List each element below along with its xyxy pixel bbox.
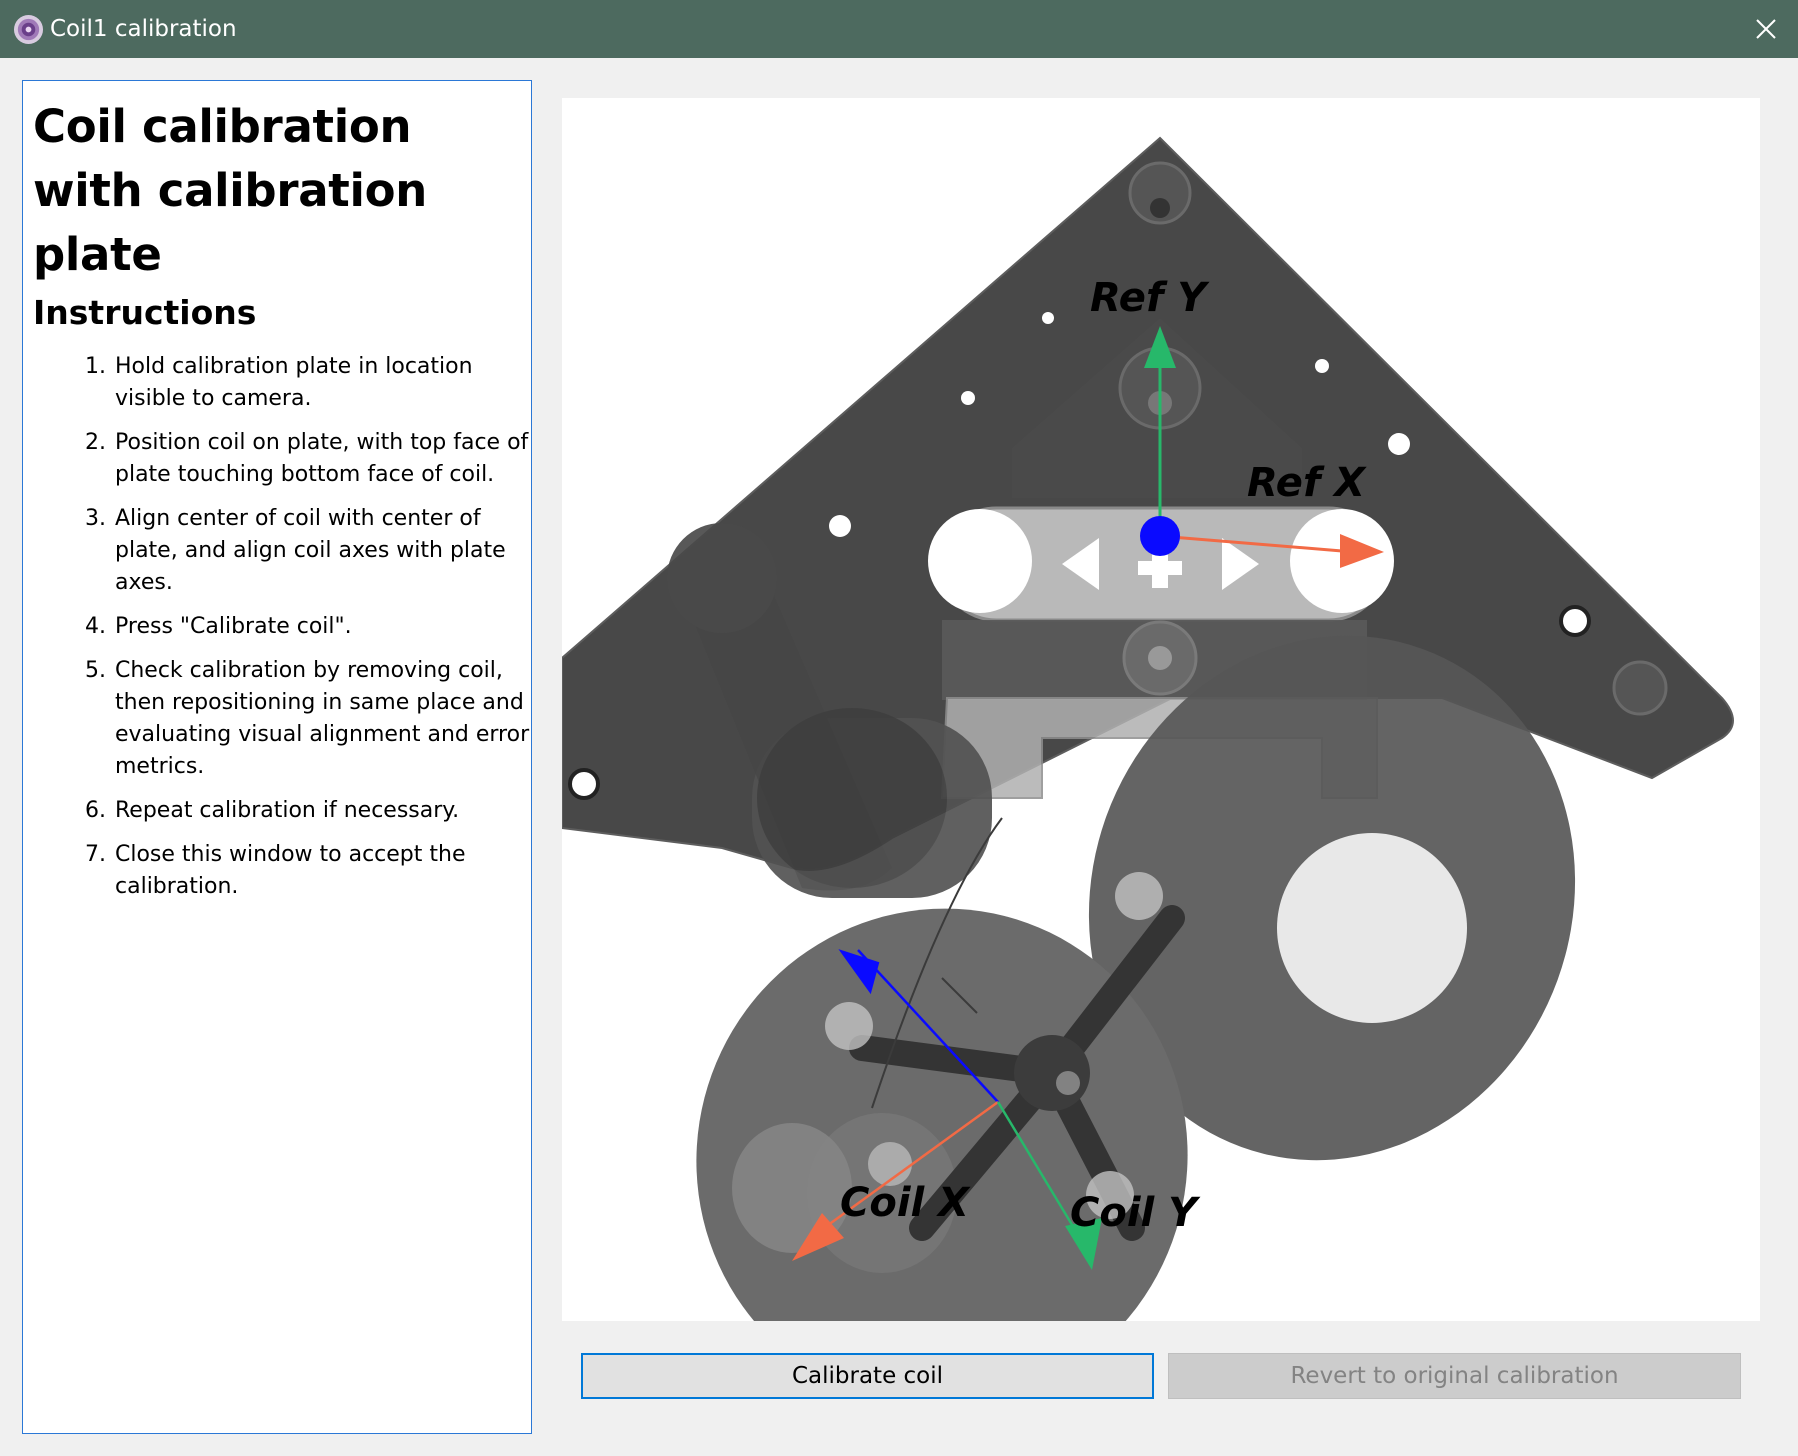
instruction-step: Align center of coil with center of plat…	[113, 503, 531, 599]
coil-y-arrowhead	[1065, 1218, 1102, 1270]
coil-z-arrowhead	[838, 949, 880, 995]
coil-y-axis-line	[996, 1101, 1082, 1239]
coil-axes	[792, 949, 1102, 1270]
ref-y-label: Ref Y	[1090, 275, 1210, 321]
close-button[interactable]	[1734, 0, 1798, 58]
calibrate-coil-button[interactable]: Calibrate coil	[581, 1353, 1154, 1399]
instructions-steps: Hold calibration plate in location visib…	[33, 351, 531, 903]
revert-calibration-button[interactable]: Revert to original calibration	[1168, 1353, 1741, 1399]
instruction-step: Check calibration by removing coil, then…	[113, 655, 531, 783]
close-icon	[1756, 19, 1776, 39]
instructions-subtitle: Instructions	[33, 293, 257, 332]
ref-origin-marker	[1140, 516, 1180, 556]
coil-y-label: Coil Y	[1070, 1190, 1201, 1236]
ref-x-label: Ref X	[1247, 460, 1367, 506]
instruction-step: Position coil on plate, with top face of…	[113, 427, 531, 491]
instructions-panel: Coil calibration with calibration plate …	[22, 80, 532, 1434]
ref-x-arrowhead	[1340, 534, 1384, 568]
reference-axes	[1140, 326, 1384, 568]
instructions-title: Coil calibration with calibration plate	[33, 100, 427, 281]
app-logo-icon	[13, 14, 44, 45]
coil-x-axis-line	[823, 1100, 999, 1230]
window-title: Coil1 calibration	[50, 16, 237, 42]
instruction-step: Press "Calibrate coil".	[113, 611, 531, 643]
scene-render: Ref Y Ref X Coil X Coil Y	[562, 136, 1734, 1321]
3d-viewport[interactable]: Ref Y Ref X Coil X Coil Y	[562, 98, 1760, 1321]
title-bar: Coil1 calibration	[0, 0, 1798, 58]
coil-x-arrowhead	[792, 1213, 844, 1261]
coil-model	[667, 523, 1576, 1321]
ref-y-arrowhead	[1144, 326, 1176, 368]
instruction-step: Close this window to accept the calibrat…	[113, 839, 531, 903]
coil-x-label: Coil X	[840, 1180, 971, 1226]
ref-x-axis-line	[1159, 534, 1343, 553]
instruction-step: Repeat calibration if necessary.	[113, 795, 531, 827]
coil-z-axis-line	[857, 949, 999, 1103]
instruction-step: Hold calibration plate in location visib…	[113, 351, 531, 415]
